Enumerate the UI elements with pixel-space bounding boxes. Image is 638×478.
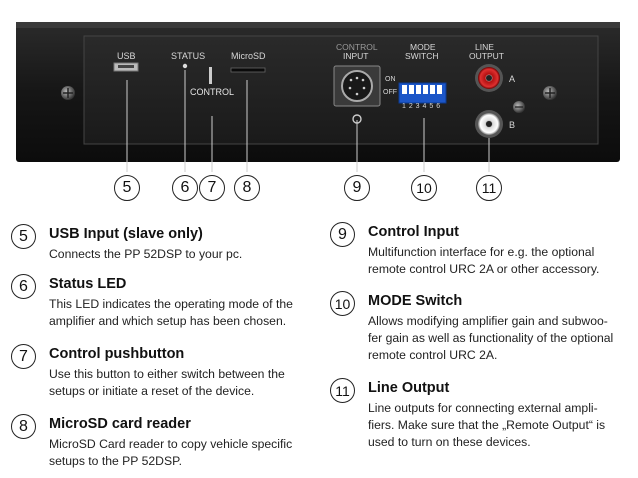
callout-5: 5 [114, 175, 140, 201]
item-description-line: Allows modifying amplifier gain and subw… [368, 314, 608, 328]
item-description-line: remote control URC 2A or other accessory… [368, 262, 600, 276]
item-description-line: This LED indicates the operating mode of… [49, 297, 293, 311]
microsd-label: MicroSD [231, 51, 266, 61]
usb-label: USB [117, 51, 136, 61]
control-label: CONTROL [190, 87, 235, 97]
item-description-line: Use this button to either switch between… [49, 367, 285, 381]
item-title: Status LED [49, 276, 127, 292]
item-description: Line outputs for connecting external amp… [368, 400, 605, 451]
status-led [182, 63, 188, 69]
item-number: 6 [11, 274, 36, 299]
item-description-line: fer gain as well as functionality of the… [368, 331, 614, 345]
status-label: STATUS [171, 51, 206, 61]
item-description-line: remote control URC 2A. [368, 348, 498, 362]
switch-numbers: 1 2 3 4 5 6 [402, 103, 441, 110]
callout-10: 10 [411, 175, 437, 201]
item-title: Control pushbutton [49, 346, 185, 362]
item-description: Connects the PP 52DSP to your pc. [49, 246, 242, 263]
channel-a-label: A [509, 74, 516, 84]
callout-8: 8 [234, 175, 260, 201]
off-label: OFF [383, 89, 397, 96]
item-title: Control Input [368, 224, 460, 240]
item-description: Use this button to either switch between… [49, 366, 285, 400]
control-input-label-1: CONTROL [336, 42, 378, 52]
item-description: Multifunction interface for e.g. the opt… [368, 244, 599, 278]
item-number: 8 [11, 414, 36, 439]
item-description: Allows modifying amplifier gain and subw… [368, 313, 613, 364]
callout-6: 6 [172, 175, 198, 201]
item-description-line: setups to the PP 52DSP. [49, 454, 183, 468]
item-usb-input: 5 USB Input (slave only) Connects the PP… [11, 224, 311, 264]
item-line-output: 11 Line Output Line outputs for connecti… [330, 378, 630, 452]
on-label: ON [385, 76, 396, 83]
item-description-line: Line outputs for connecting external amp… [368, 401, 598, 415]
item-number: 11 [330, 378, 355, 403]
item-number: 7 [11, 344, 36, 369]
item-number: 10 [330, 291, 355, 316]
mode-label-2: SWITCH [405, 51, 439, 61]
item-status-led: 6 Status LED This LED indicates the oper… [11, 274, 311, 330]
line-output-label-1: LINE [475, 42, 494, 52]
item-description: This LED indicates the operating mode of… [49, 296, 293, 330]
line-output-label-2: OUTPUT [469, 51, 504, 61]
item-title: MicroSD card reader [49, 416, 191, 432]
callout-7: 7 [199, 175, 225, 201]
item-description-line: Multifunction interface for e.g. the opt… [368, 245, 595, 259]
item-title: MODE Switch [368, 293, 463, 309]
item-control-input: 9 Control Input Multifunction interface … [330, 222, 630, 278]
item-description-line: amplifier and which setup has been chose… [49, 314, 287, 328]
control-input-label-2: INPUT [343, 51, 369, 61]
item-title: Line Output [368, 380, 450, 396]
item-description: MicroSD Card reader to copy vehicle spec… [49, 436, 292, 470]
mode-label-1: MODE [410, 42, 436, 52]
item-number: 5 [11, 224, 36, 249]
item-description-line: MicroSD Card reader to copy vehicle spec… [49, 437, 293, 451]
item-description-line: Connects the PP 52DSP to your pc. [49, 247, 243, 261]
item-description-line: fiers. Make sure that the „Remote Output… [368, 418, 606, 432]
channel-b-label: B [509, 120, 516, 130]
item-microsd-reader: 8 MicroSD card reader MicroSD Card reade… [11, 414, 311, 470]
item-description-line: setups or initiate a reset of the device… [49, 384, 255, 398]
microsd-slot [230, 67, 266, 73]
item-control-pushbutton: 7 Control pushbutton Use this button to … [11, 344, 311, 400]
amplifier-panel-graphic [16, 22, 620, 176]
control-input-socket [341, 70, 373, 102]
amplifier-front-panel: USB STATUS MicroSD CONTROL CONTROL INPUT… [0, 0, 638, 176]
control-button [209, 67, 212, 84]
item-description-line: used to turn on these devices. [368, 435, 531, 449]
callout-9: 9 [344, 175, 370, 201]
callout-11: 11 [476, 175, 502, 201]
item-title: USB Input (slave only) [49, 226, 203, 242]
item-mode-switch: 10 MODE Switch Allows modifying amplifie… [330, 291, 630, 365]
item-number: 9 [330, 222, 355, 247]
